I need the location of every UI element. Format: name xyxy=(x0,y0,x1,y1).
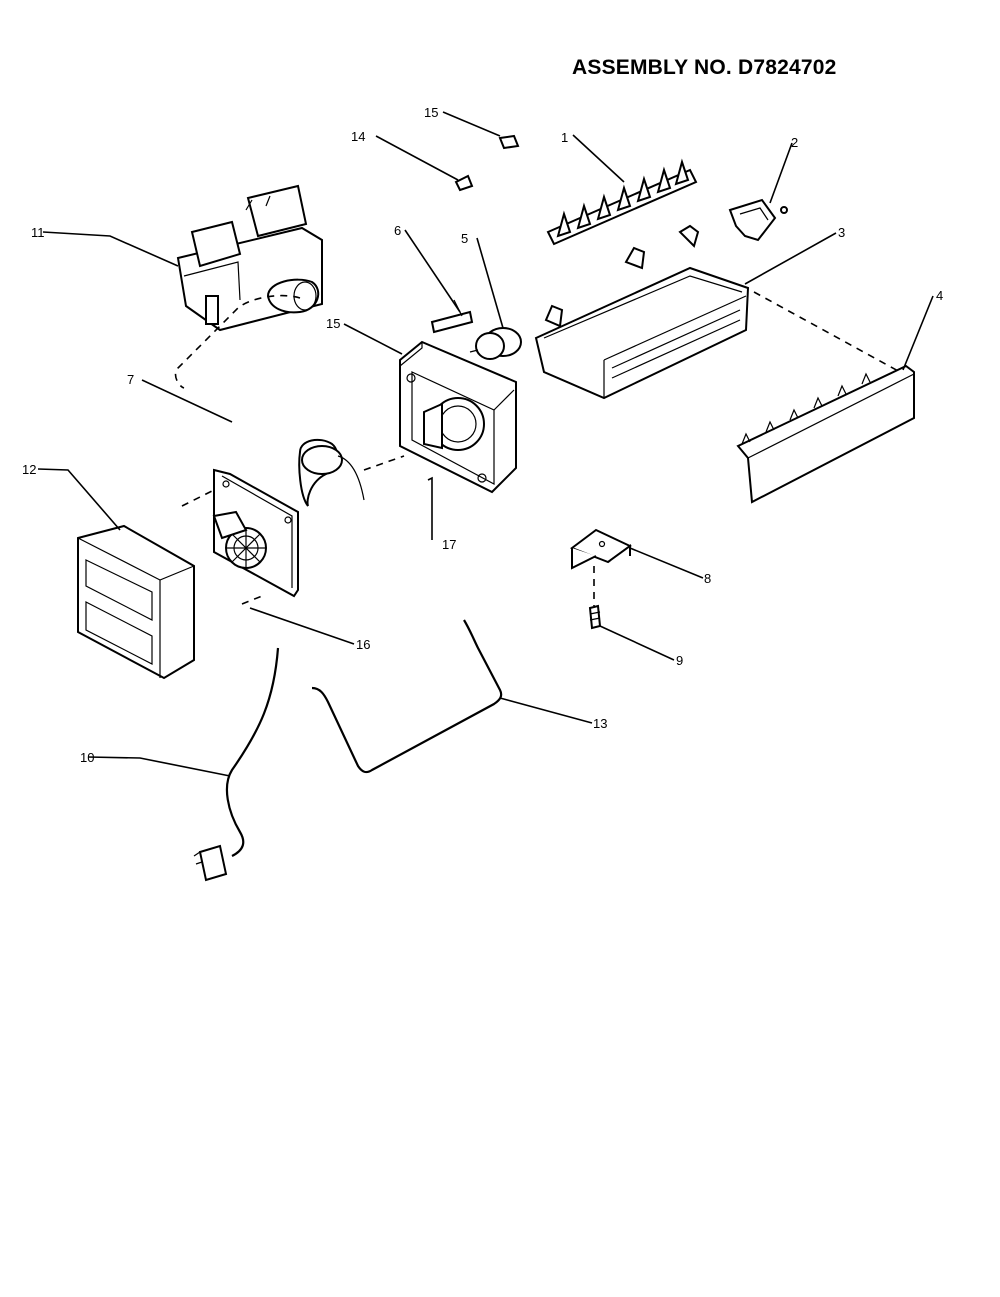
part-11-water-valve xyxy=(176,184,323,332)
part-9-screw xyxy=(588,604,602,630)
callout-16: 16 xyxy=(356,637,370,652)
part-5-motor xyxy=(469,327,522,360)
part-13-wire xyxy=(311,619,503,774)
callout-13: 13 xyxy=(593,716,607,731)
part-2-bracket xyxy=(728,198,788,242)
callout-15: 15 xyxy=(326,316,340,331)
callout-8: 8 xyxy=(704,571,711,586)
callout-6: 6 xyxy=(394,223,401,238)
part-3-mold-tray xyxy=(534,224,750,400)
callout-14: 14 xyxy=(351,129,365,144)
part-4-bin-shelf xyxy=(736,364,915,504)
part-17-pin xyxy=(427,476,433,510)
callout-7: 7 xyxy=(127,372,134,387)
part-12-cover xyxy=(77,524,195,680)
callout-1: 1 xyxy=(561,130,568,145)
part-15-housing xyxy=(399,340,517,494)
part-10-harness xyxy=(193,647,280,882)
callout-12: 12 xyxy=(22,462,36,477)
callout-4: 4 xyxy=(936,288,943,303)
callout-9: 9 xyxy=(676,653,683,668)
callout-labels: 1 2 3 4 5 6 7 8 9 10 11 12 13 14 15 15 1… xyxy=(22,105,943,765)
alignment-lines xyxy=(174,291,901,606)
part-mounting-plate xyxy=(212,468,299,598)
part-1-ejector xyxy=(546,158,698,246)
part-8-bracket xyxy=(569,528,632,570)
leader-lines xyxy=(37,111,934,777)
callout-15-top: 15 xyxy=(424,105,438,120)
callout-17: 17 xyxy=(442,537,456,552)
part-6-clip xyxy=(430,299,474,334)
callout-11: 11 xyxy=(31,225,45,240)
callout-2: 2 xyxy=(791,135,798,150)
callout-10: 10 xyxy=(80,750,94,765)
callout-3: 3 xyxy=(838,225,845,240)
part-15-hardware xyxy=(498,134,520,150)
part-16-cam xyxy=(298,438,365,507)
part-14-screw xyxy=(454,174,474,192)
assembly-title: ASSEMBLY NO. D7824702 xyxy=(572,56,837,79)
callout-5: 5 xyxy=(461,231,468,246)
